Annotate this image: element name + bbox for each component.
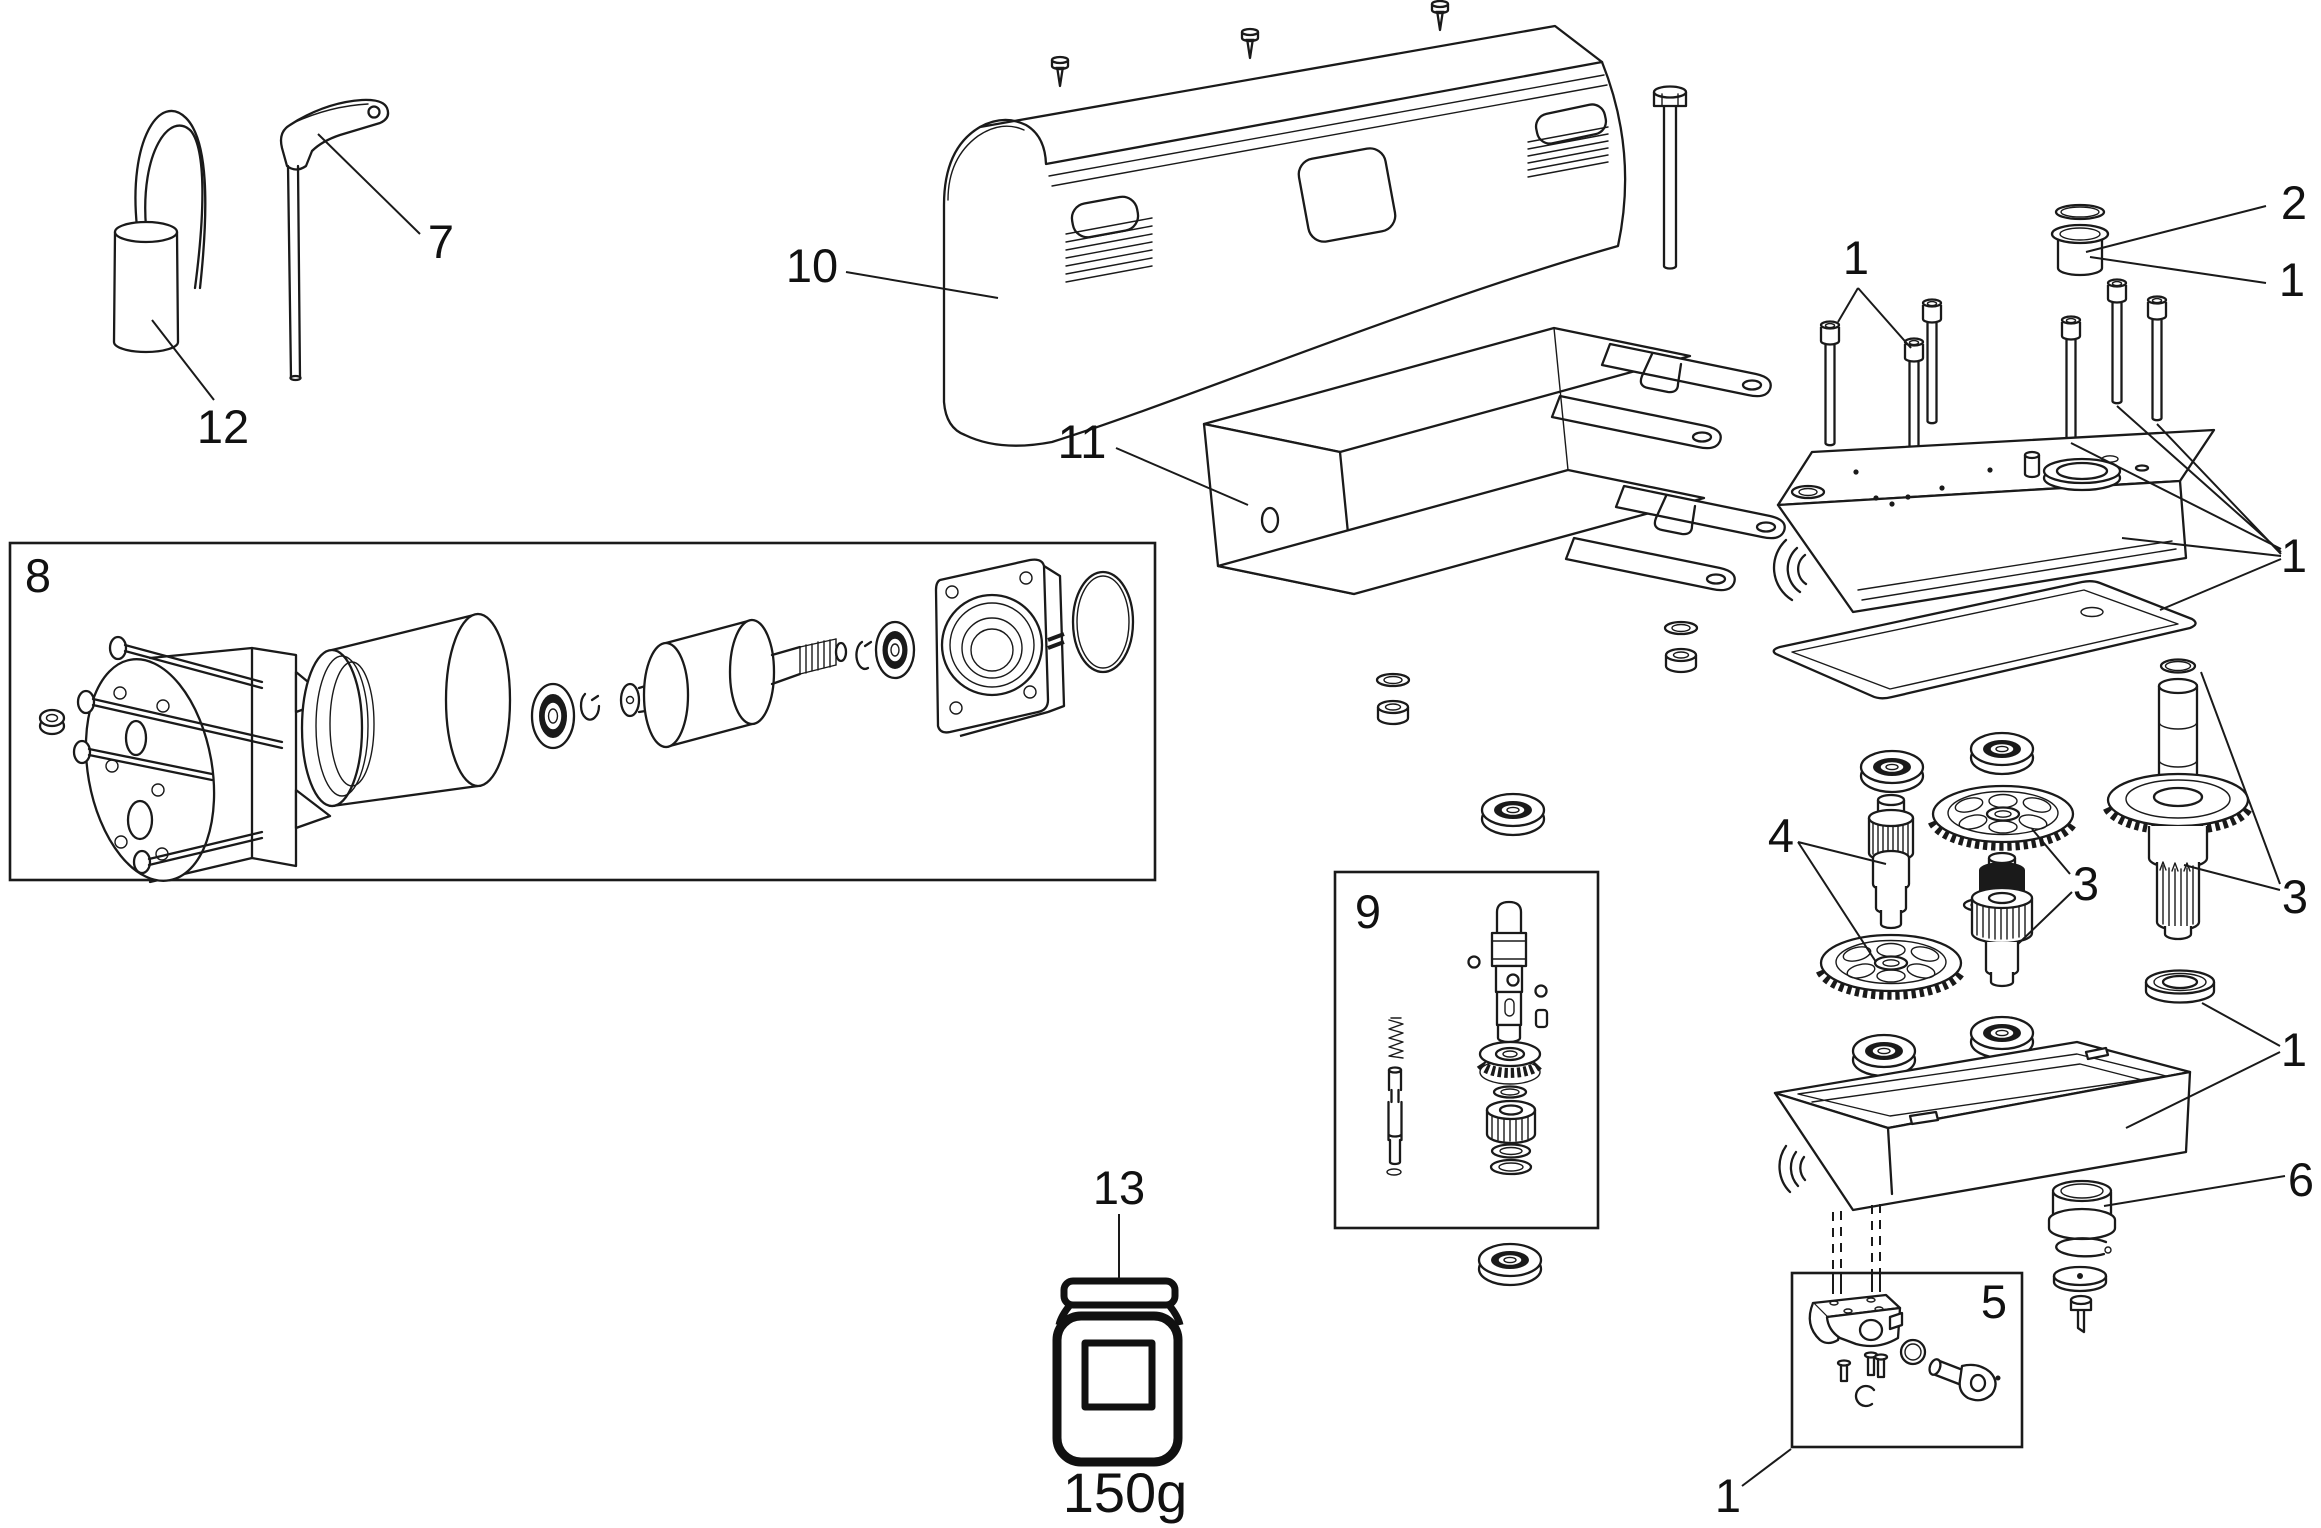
- callout-12: 12: [197, 400, 249, 453]
- gearbox-lower-part: [1773, 1040, 2192, 1212]
- callout-9: 9: [1355, 885, 1381, 938]
- callout-1-clamp: 1: [1715, 1469, 1741, 1522]
- output-shaft-part: [2103, 658, 2253, 941]
- bracket-washer-nut-left: [1375, 672, 1411, 726]
- callout-7: 7: [428, 215, 454, 268]
- screw-left-2: [1903, 337, 1925, 464]
- cover-long-bolt: [1652, 85, 1688, 270]
- motor-kit-box: 8: [8, 541, 1157, 884]
- housing-top-holes: [1853, 467, 1993, 507]
- leader-gearbox-upper: [2070, 405, 2282, 611]
- assembly-axis-dashed: [1832, 1204, 1881, 1272]
- worm-kit-box: 9: [1333, 870, 1600, 1230]
- bearing-above-worm-kit: [1480, 792, 1546, 837]
- screw-right-1: [2060, 315, 2082, 442]
- cover-vents-right: [1527, 126, 1609, 178]
- callout-3-intermediate: 3: [2073, 857, 2099, 910]
- leader-output-shaft: [2183, 671, 2281, 891]
- leader-capacitor: [151, 319, 215, 401]
- leader-clamp-kit: [1741, 1448, 1792, 1487]
- motor-screws: [72, 635, 284, 875]
- bushing-upper-part: [2050, 203, 2110, 277]
- callout-2: 2: [2281, 176, 2307, 229]
- leader-pinion: [1797, 841, 1887, 963]
- release-key-part: [279, 98, 390, 382]
- leader-bushing-upper: [2085, 205, 2267, 284]
- clamp-kit-box: 5: [1790, 1271, 2024, 1449]
- callout-1-screws: 1: [1843, 231, 1869, 284]
- callout-1-gearbox-lower: 1: [2281, 1023, 2307, 1076]
- leader-bushing-lower: [2103, 1175, 2286, 1207]
- leader-gearbox-lower: [2125, 1002, 2281, 1129]
- pinion-gear-part: [1821, 935, 1961, 993]
- screw-right-3: [2146, 295, 2168, 422]
- output-seal-part: [2144, 969, 2216, 1004]
- bracket-washer-nut-right: [1663, 620, 1699, 674]
- cover-screw-2: [1240, 27, 1260, 60]
- grease-weight-label: 150g: [1063, 1461, 1188, 1524]
- callout-11: 11: [1058, 415, 1107, 468]
- bearing-below-worm-kit: [1477, 1242, 1543, 1287]
- clamp-screws: [1836, 1351, 1889, 1383]
- callout-1-bushing: 1: [2279, 253, 2305, 306]
- clamp-pin: [1928, 1358, 2001, 1402]
- mounting-bracket-part: [1202, 326, 1786, 596]
- bearing-intermediate-top: [1969, 731, 2035, 776]
- screw-left-1: [1819, 320, 1841, 447]
- pinion-shaft-part: [1867, 793, 1915, 930]
- bushing-lower-part: [2047, 1179, 2117, 1241]
- thrust-washer-part: [2052, 1265, 2108, 1293]
- callout-6: 6: [2288, 1153, 2314, 1206]
- intermediate-gear-part: [1933, 786, 2073, 844]
- leader-bracket: [1115, 447, 1249, 506]
- cover-part: [942, 24, 1627, 447]
- callout-10: 10: [786, 239, 838, 292]
- clamp-c-clip: [1854, 1384, 1876, 1408]
- cover-screw-3: [1430, 0, 1450, 32]
- grease-jar-part: [1052, 1277, 1184, 1467]
- callout-1-gearbox-upper: 1: [2281, 529, 2307, 582]
- cover-screw-1: [1050, 55, 1070, 88]
- bearing-pinion-top: [1859, 749, 1925, 794]
- motor-exploded: [38, 558, 1135, 884]
- capacitor-part: [112, 109, 207, 354]
- callout-8: 8: [25, 549, 51, 602]
- leader-cover: [845, 271, 999, 299]
- worm-kit-parts: [1386, 900, 1549, 1176]
- intermediate-pinion-part: [1970, 851, 2034, 988]
- leader-release-key: [317, 133, 421, 235]
- callout-5: 5: [1981, 1275, 2007, 1328]
- gearbox-upper-part: [1772, 428, 2216, 700]
- cover-vents-left: [1065, 217, 1153, 283]
- rotor-thread: [799, 638, 837, 675]
- callout-4: 4: [1768, 809, 1794, 862]
- screw-right-2: [2106, 278, 2128, 405]
- leader-intermediate: [2017, 828, 2073, 945]
- small-screw-part: [2069, 1294, 2093, 1334]
- clamp-kit-parts: [1808, 1274, 2001, 1408]
- callout-3-output: 3: [2282, 870, 2308, 923]
- screw-left-3: [1921, 298, 1943, 425]
- snap-ring-part: [2055, 1237, 2112, 1258]
- callout-13: 13: [1093, 1161, 1145, 1214]
- leader-screws-left: [1837, 287, 1912, 349]
